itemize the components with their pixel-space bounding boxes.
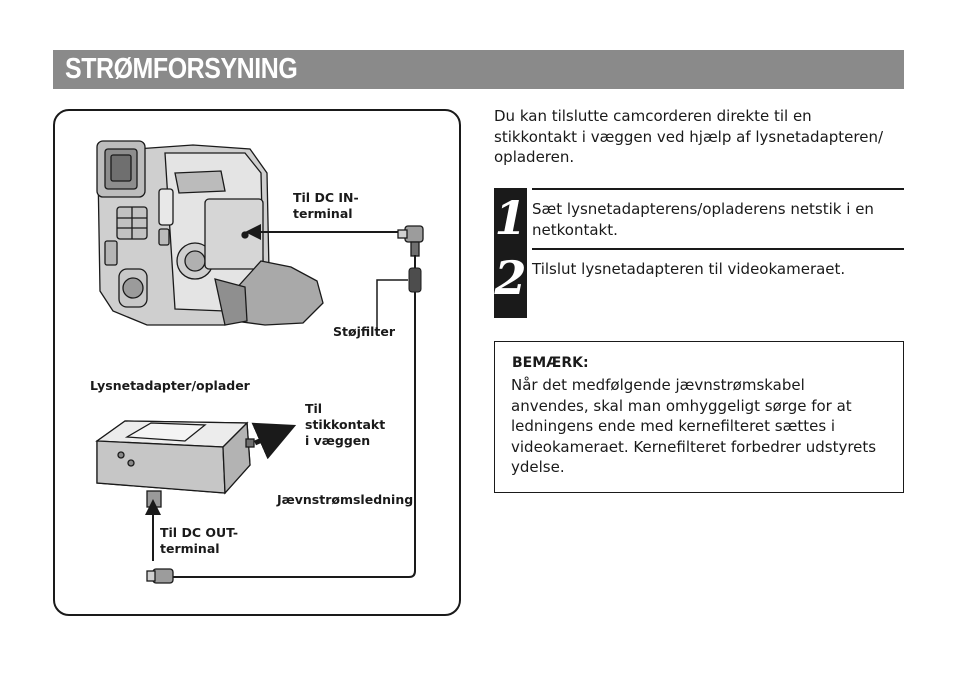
note-body: Når det medfølgende jævnstrømskabel anve… (511, 376, 877, 476)
dc-out-plug-icon (146, 568, 174, 584)
wall-outlet-label: Til stikkontakt i væggen (305, 401, 386, 448)
step-2-text: Tilslut lysnetadapteren til videokamerae… (532, 260, 846, 278)
section-title-bar: STRØMFORSYNING (53, 50, 904, 89)
camcorder-illustration (96, 140, 324, 326)
step-1-number: 1 (494, 191, 527, 245)
step-1-text: Sæt lysnetadapterens/opladerens netstik … (532, 200, 874, 239)
dc-in-label: Til DC IN- terminal (293, 190, 359, 221)
step-number-block (494, 188, 527, 318)
page-title: STRØMFORSYNING (65, 53, 298, 85)
arrow-icon (251, 422, 297, 460)
intro-text: Du kan tilslutte camcorderen direkte til… (494, 107, 884, 166)
note-box: BEMÆRK: Når det medfølgende jævnstrømska… (494, 341, 904, 493)
dc-out-label: Til DC OUT- terminal (160, 525, 239, 556)
dc-cable (173, 255, 416, 578)
adapter-label: Lysnetadapter/oplader (90, 378, 250, 393)
connection-diagram: Til DC IN- terminal Støjfilter Lysnetada… (53, 109, 461, 616)
step-1-divider (532, 188, 904, 190)
noise-filter-label: Støjfilter (333, 324, 396, 339)
plug-icon (397, 225, 424, 257)
noise-filter-core (408, 267, 422, 293)
ac-adapter-illustration (95, 420, 255, 508)
note-title: BEMÆRK: (512, 355, 589, 371)
connection-illustration (95, 140, 424, 584)
step-2-divider (532, 248, 904, 250)
dc-cable-label: Jævnstrømsledning (277, 492, 414, 507)
step-2-number: 2 (494, 251, 527, 305)
